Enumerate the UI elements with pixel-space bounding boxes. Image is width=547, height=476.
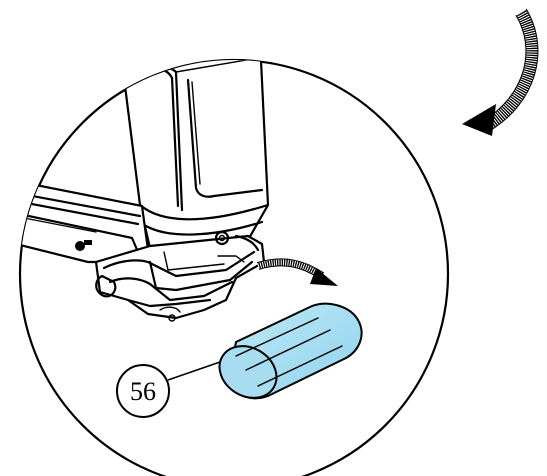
rotate-direction-arrow-icon bbox=[462, 8, 539, 136]
callout-circle bbox=[116, 364, 170, 418]
callout-56: 56 bbox=[116, 361, 221, 418]
part-56-block bbox=[218, 302, 363, 400]
removal-direction-arrow-icon bbox=[256, 258, 338, 286]
callout-number: 56 bbox=[130, 377, 156, 406]
knob-icon bbox=[75, 240, 92, 251]
detail-view bbox=[18, 58, 450, 476]
